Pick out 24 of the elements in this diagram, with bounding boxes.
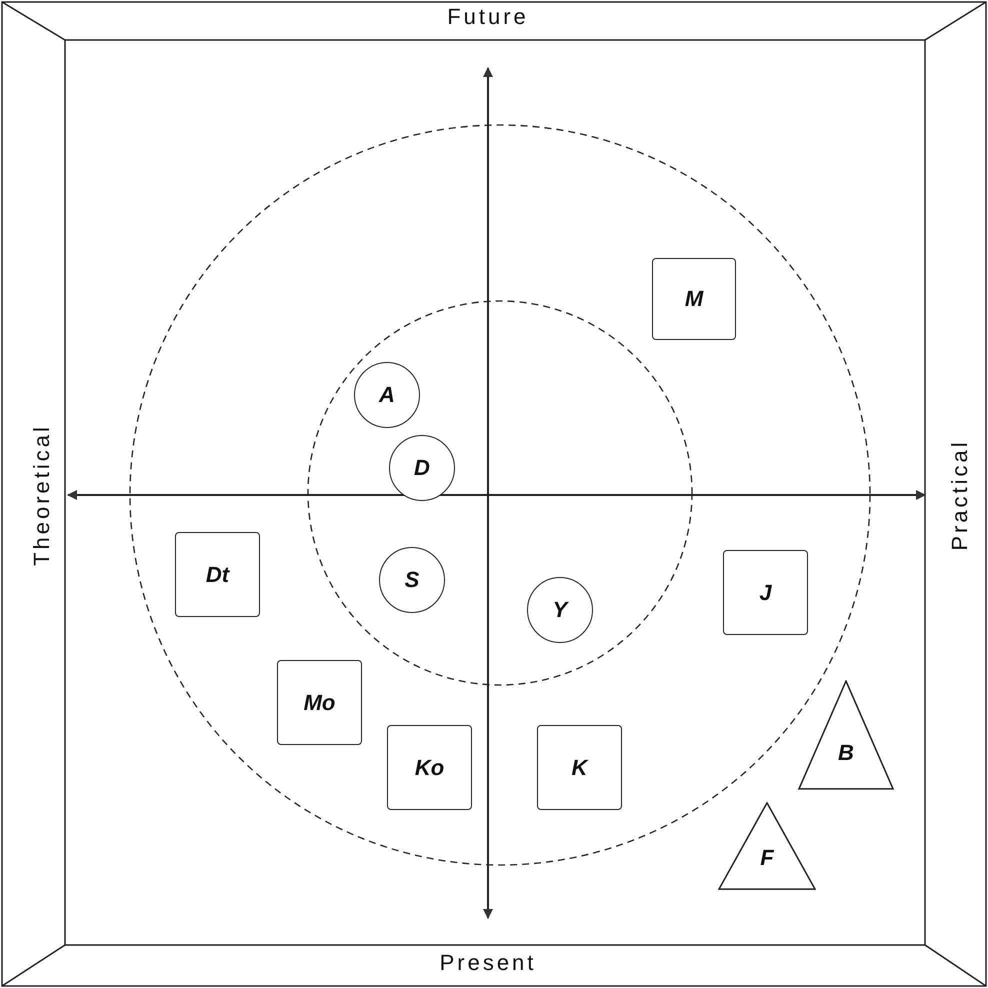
node-label: S — [404, 567, 420, 593]
axis-label: Future — [447, 4, 529, 30]
axis-label: Practical — [947, 439, 973, 551]
square-node — [537, 725, 622, 810]
node-label: K — [572, 754, 588, 780]
square-node — [723, 550, 808, 635]
axis-label: Present — [440, 950, 536, 976]
node-label: F — [760, 844, 774, 871]
node-label: J — [759, 580, 772, 606]
node-label: M — [684, 286, 704, 312]
node-label: Mo — [304, 690, 336, 716]
square-node — [652, 258, 736, 340]
node-label: A — [379, 382, 395, 408]
square-node — [387, 725, 472, 810]
triangle-node — [798, 680, 894, 790]
node-label: B — [838, 740, 854, 766]
node-label: Ko — [414, 754, 444, 780]
axis-label: Theoretical — [29, 424, 55, 566]
square-node — [277, 660, 362, 745]
triangle-node — [718, 802, 816, 890]
node-label: D — [414, 455, 430, 481]
square-node — [175, 532, 260, 617]
node-label: Dt — [206, 562, 230, 588]
node-label: Y — [552, 597, 568, 623]
